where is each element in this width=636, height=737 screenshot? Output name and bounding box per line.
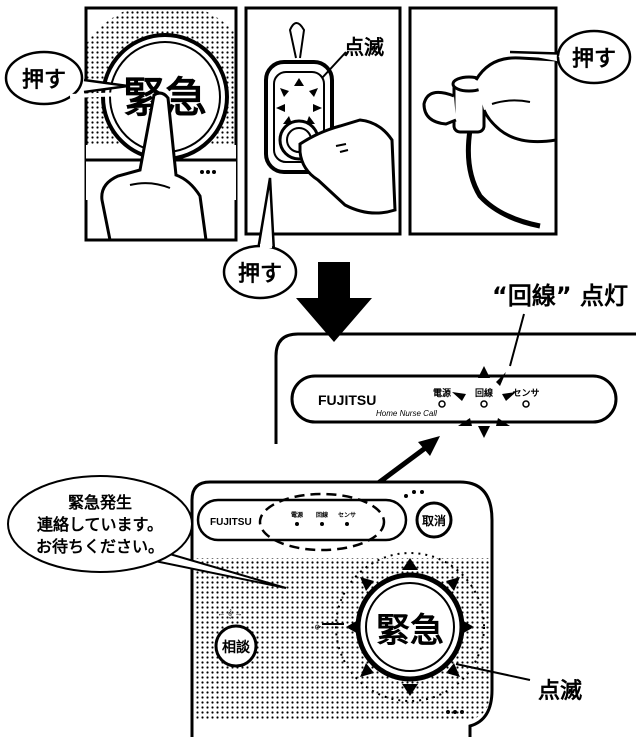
unit-indicator-power-label: 電源: [291, 511, 303, 519]
hand-icon: [100, 91, 208, 240]
push-label-1: 押す: [22, 67, 66, 93]
unit-indicator-line-label: 回線: [316, 511, 328, 519]
brand-logo-unit: FUJITSU: [210, 517, 252, 528]
panel-press-unit-button: 緊急 押す: [4, 6, 238, 242]
panel-subtitle: Home Nurse Call: [376, 409, 437, 418]
brand-logo-zoom: FUJITSU: [318, 392, 376, 408]
unit-indicator-sensor-label: センサ: [338, 512, 356, 519]
svg-text:← 𝄞 →: ← 𝄞 →: [217, 609, 242, 618]
thumb-hand-icon: [298, 118, 397, 215]
emergency-label-main: 緊急: [376, 611, 444, 651]
indicator-power-led: [438, 400, 446, 408]
consult-button[interactable]: [214, 624, 258, 668]
push-label-3: 押す: [572, 46, 616, 72]
indicator-line-label: 回線: [475, 387, 493, 399]
indicator-power-label: 電源: [433, 387, 451, 399]
blink-marks-pendant: [276, 78, 322, 124]
indicator-line-led: [480, 400, 488, 408]
main-unit: FUJITSU 電源 回線 センサ 取消 相談 ← 𝄞 → 緊急 ⟳: [190, 480, 494, 737]
line-lit-label: “回線” 点灯: [492, 282, 628, 310]
speech-line-2: 連絡しています。: [37, 515, 163, 534]
cancel-button[interactable]: [415, 501, 453, 539]
speech-line-3: お待ちください。: [36, 537, 164, 556]
zoom-highlight-ellipse: [258, 492, 386, 552]
line-led-glow-marks: [452, 366, 516, 438]
speech-line-1: 緊急発生: [68, 493, 132, 512]
consult-label: 相談: [222, 639, 251, 656]
indicator-sensor-led: [522, 400, 530, 408]
svg-text:⟳: ⟳: [315, 623, 322, 632]
push-label-2: 押す: [238, 261, 282, 287]
cable-icon: [465, 129, 541, 229]
push-callout-3: 押す: [509, 29, 632, 85]
blink-marks-main: [346, 558, 474, 696]
panel-press-handswitch: 押す: [408, 6, 632, 236]
blink-label-pendant: 点滅: [344, 35, 384, 59]
indicator-sensor-label: センサ: [512, 388, 539, 399]
cancel-label: 取消: [422, 513, 446, 528]
indicator-panel-zoom: FUJITSU Home Nurse Call 電源 回線 センサ: [274, 332, 636, 444]
speech-bubble: 緊急発生 連絡しています。 お待ちください。: [7, 475, 287, 589]
push-callout-2: 押す: [222, 177, 298, 300]
blink-label-main: 点滅: [538, 678, 582, 704]
down-arrow-icon: [296, 262, 372, 342]
push-callout-1: 押す: [4, 50, 129, 106]
panel-press-pendant: 点滅 押す: [222, 6, 402, 300]
